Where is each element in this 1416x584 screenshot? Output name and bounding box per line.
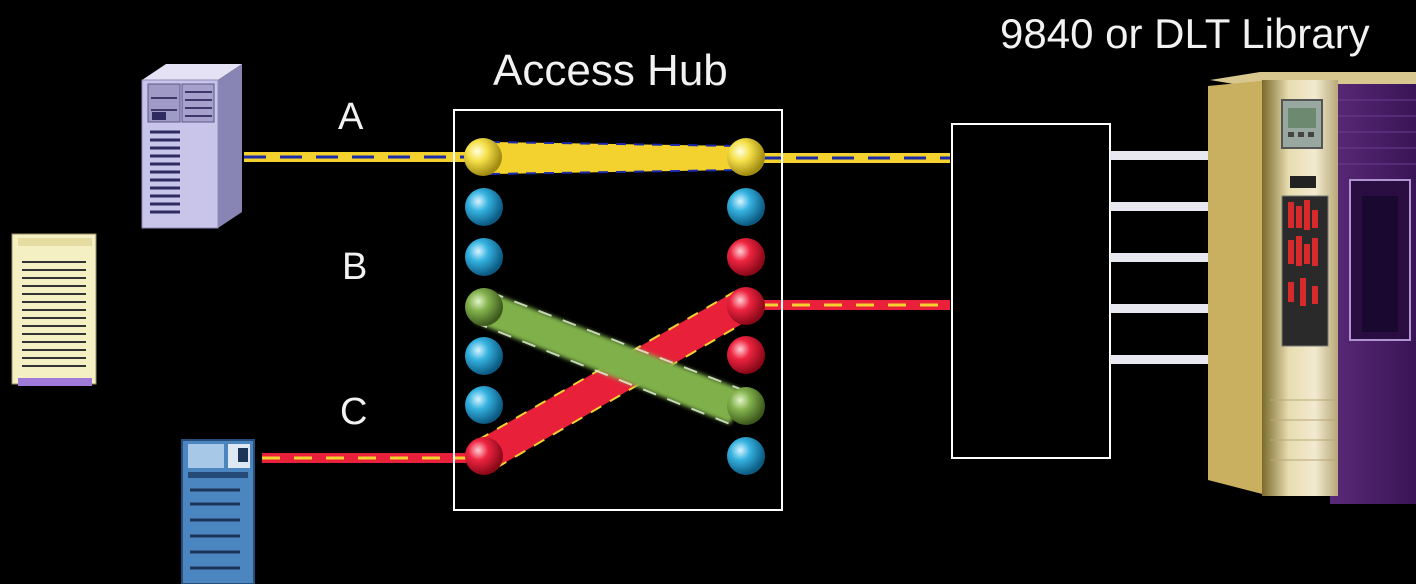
port-right-2 (727, 188, 765, 226)
access-hub-box (453, 109, 783, 511)
port-right-3 (727, 238, 765, 276)
path-b-label: B (342, 246, 368, 288)
workstation-icon (181, 439, 255, 584)
port-left-7 (465, 437, 503, 475)
port-left-4 (465, 288, 503, 326)
server-tower-icon (141, 64, 242, 229)
path-b-line (100, 301, 950, 413)
path-c-line (262, 300, 950, 463)
hub-connection-b (473, 291, 749, 425)
port-right-1 (727, 138, 765, 176)
hub-title: Access Hub (493, 46, 728, 95)
path-a-line (244, 152, 950, 163)
document-icon (11, 233, 97, 386)
path-a-label: A (338, 96, 364, 138)
path-c-label: C (340, 391, 368, 433)
hub-connection-a (489, 141, 741, 175)
port-right-4 (727, 287, 765, 325)
port-left-1 (464, 138, 502, 176)
port-left-3 (465, 238, 503, 276)
port-right-7 (727, 437, 765, 475)
hub-connection-c (477, 291, 753, 469)
switch-box-icon (951, 123, 1222, 459)
tape-library-icon (1208, 72, 1416, 504)
port-left-2 (465, 188, 503, 226)
port-right-6 (727, 387, 765, 425)
library-title: 9840 or DLT Library (1000, 10, 1370, 57)
port-left-6 (465, 386, 503, 424)
port-right-5 (727, 336, 765, 374)
hub-right-ports (727, 138, 765, 475)
hub-left-ports (464, 138, 503, 475)
port-left-5 (465, 337, 503, 375)
